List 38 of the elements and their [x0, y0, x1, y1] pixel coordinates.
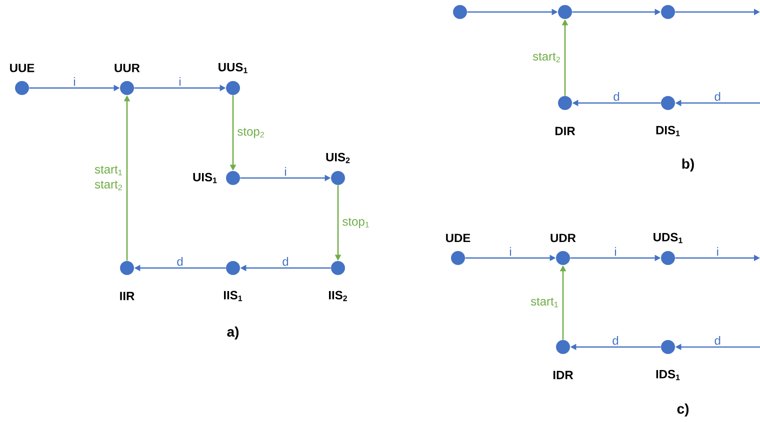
dot [453, 5, 467, 19]
edge-label: stop$_{1}$ [341, 216, 371, 230]
edge-label: stop$_{2}$ [236, 126, 266, 140]
edge-label: start$_{2}$ [526, 52, 562, 64]
panel-label: b) [682, 158, 694, 172]
node-label: IIS$_{2}$ [329, 290, 347, 302]
dot [661, 5, 675, 19]
node-label: UDS$_{1}$ [654, 232, 682, 244]
edge-label: d [713, 90, 722, 102]
edge-label: d [176, 256, 184, 267]
edge-label: d [281, 256, 290, 267]
node-label: IIR [120, 292, 134, 300]
node-label: IDS$_{1}$ [656, 370, 680, 380]
edge-label: start$_{1}$ start$_{2}$ [88, 164, 124, 192]
node-label: IDR [553, 370, 574, 380]
edge-label: d [713, 334, 722, 346]
node-label: UUS$_{1}$ [218, 62, 248, 74]
node-label: IIS$_{1}$ [224, 290, 242, 302]
node-label: DIS$_{1}$ [656, 126, 680, 136]
edge-label: i [508, 246, 513, 257]
panel-label: c) [677, 403, 689, 416]
panel-label: a) [227, 326, 239, 340]
node-label: DIR [555, 126, 576, 136]
node-label: UDE [446, 234, 470, 242]
edge-label: start$_{1}$ [524, 296, 560, 308]
node-label: UIS$_{1}$ [193, 172, 217, 184]
node-label: UUE [10, 64, 34, 72]
node-label: UUR [114, 64, 140, 72]
edge-label: d [612, 90, 621, 102]
edge-label: i [72, 76, 77, 87]
dot [558, 5, 572, 19]
edge-label: d [611, 334, 620, 346]
node-label: UDR [550, 234, 576, 242]
edge-label: i [283, 166, 288, 177]
node-label: UIS$_{2}$ [326, 152, 350, 164]
edge-label: i [715, 246, 720, 257]
edge-label: i [613, 246, 618, 257]
edge-label: i [178, 76, 182, 87]
